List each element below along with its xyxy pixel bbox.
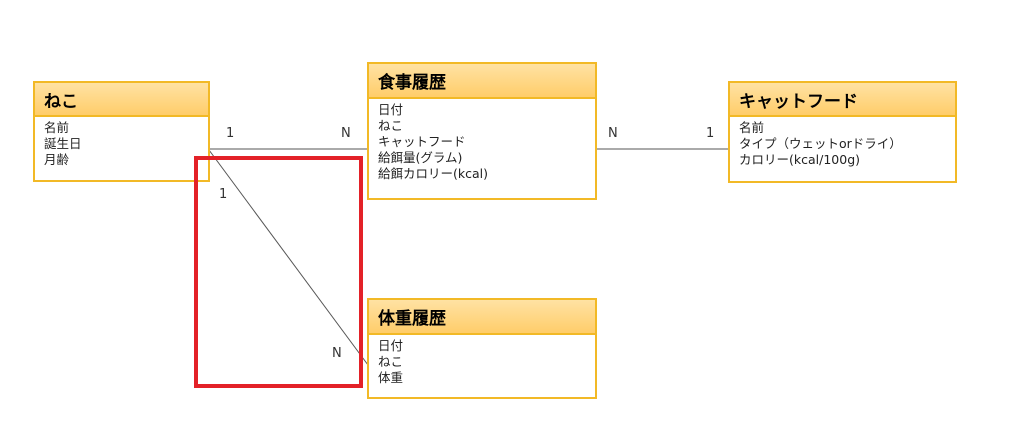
entity-weight-history-attributes: 日付 ねこ 体重 bbox=[369, 335, 595, 390]
attribute-weight-value: 体重 bbox=[378, 370, 404, 385]
entity-neko-title: ねこ bbox=[44, 91, 78, 112]
entity-neko[interactable]: ねこ 名前 誕生日 月齢 bbox=[33, 81, 210, 182]
cardinality-neko-meal-neko: 1 bbox=[226, 126, 235, 141]
highlight-rectangle bbox=[194, 156, 363, 388]
attribute-meal-neko: ねこ bbox=[378, 118, 404, 133]
entity-cat-food-header: キャットフード bbox=[730, 83, 955, 117]
entity-weight-history[interactable]: 体重履歴 日付 ねこ 体重 bbox=[367, 298, 597, 399]
entity-weight-history-title: 体重履歴 bbox=[378, 309, 446, 329]
attribute-weight-date: 日付 bbox=[378, 338, 404, 353]
attribute-food-type: タイプ（ウェットorドライ） bbox=[739, 136, 902, 151]
attribute-food-calories: カロリー(kcal/100g) bbox=[739, 152, 861, 167]
cardinality-neko-weight-weight: N bbox=[332, 346, 342, 361]
attribute-neko-birthday: 誕生日 bbox=[44, 136, 82, 151]
entity-meal-history-attributes: 日付 ねこ キャットフード 給餌量(グラム) 給餌カロリー(kcal) bbox=[369, 99, 595, 186]
entity-meal-history[interactable]: 食事履歴 日付 ねこ キャットフード 給餌量(グラム) 給餌カロリー(kcal) bbox=[367, 62, 597, 200]
entity-meal-history-title: 食事履歴 bbox=[378, 73, 446, 93]
entity-neko-attributes: 名前 誕生日 月齢 bbox=[35, 117, 208, 172]
attribute-meal-date: 日付 bbox=[378, 102, 404, 117]
entity-cat-food[interactable]: キャットフード 名前 タイプ（ウェットorドライ） カロリー(kcal/100g… bbox=[728, 81, 957, 183]
attribute-meal-cat-food: キャットフード bbox=[378, 134, 466, 149]
entity-cat-food-title: キャットフード bbox=[739, 91, 858, 112]
entity-meal-history-header: 食事履歴 bbox=[369, 64, 595, 99]
attribute-meal-calories: 給餌カロリー(kcal) bbox=[378, 166, 488, 181]
attribute-neko-name: 名前 bbox=[44, 120, 70, 135]
attribute-meal-amount: 給餌量(グラム) bbox=[378, 150, 463, 165]
attribute-food-name: 名前 bbox=[739, 120, 765, 135]
cardinality-neko-weight-neko: 1 bbox=[219, 187, 228, 202]
cardinality-meal-food-meal: N bbox=[608, 126, 618, 141]
entity-neko-header: ねこ bbox=[35, 83, 208, 117]
cardinality-meal-food-food: 1 bbox=[706, 126, 715, 141]
attribute-neko-age-months: 月齢 bbox=[44, 152, 70, 167]
cardinality-neko-meal-meal: N bbox=[341, 126, 351, 141]
attribute-weight-neko: ねこ bbox=[378, 354, 404, 369]
entity-weight-history-header: 体重履歴 bbox=[369, 300, 595, 335]
entity-cat-food-attributes: 名前 タイプ（ウェットorドライ） カロリー(kcal/100g) bbox=[730, 117, 955, 172]
